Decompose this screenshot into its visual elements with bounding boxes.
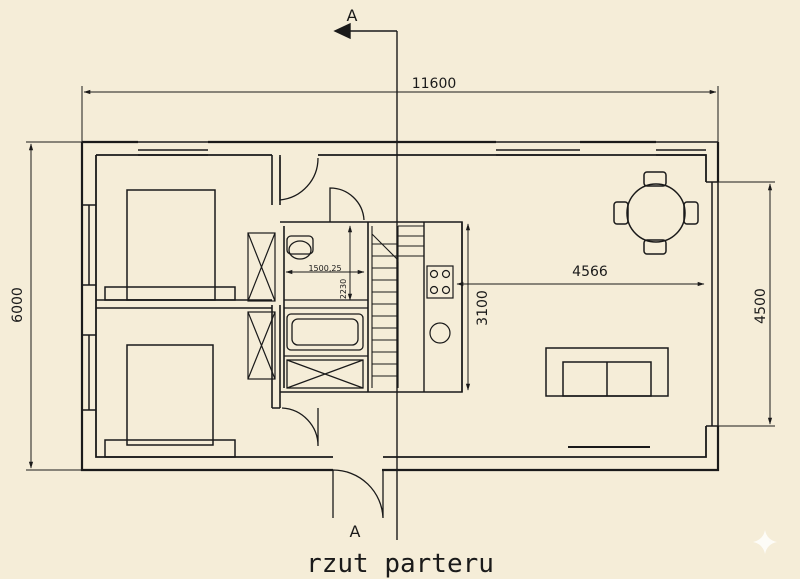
doors: [279, 157, 384, 519]
sofa: [545, 347, 669, 397]
dimension-lines: [26, 86, 775, 471]
label-living-width: 4566: [572, 264, 608, 280]
section-mark-bottom: A: [350, 522, 361, 541]
shower-tray: [286, 359, 364, 389]
section-arrow: [333, 22, 351, 40]
label-kitchen-depth: 3100: [475, 290, 491, 326]
bathtub-inner: [291, 318, 359, 346]
bedroom-partition: [96, 299, 272, 309]
label-overall-width: 11600: [412, 76, 457, 92]
entrance-door: [332, 469, 384, 519]
door-bedroom-upper: [279, 157, 319, 201]
beds: [104, 189, 236, 458]
label-bath-depth: 2230: [339, 279, 348, 299]
right-window: [706, 181, 719, 427]
door-bedroom-lower: [281, 407, 319, 447]
section-mark-top: A: [347, 6, 358, 25]
dining-table: [626, 183, 686, 243]
sink: [429, 322, 451, 344]
bed-upper: [104, 189, 236, 301]
stair-kitchen-line: [368, 221, 463, 393]
bathroom-walls: [280, 221, 369, 393]
label-overall-depth: 6000: [10, 287, 26, 323]
kitchen-counter: [423, 222, 463, 392]
toilet-bowl: [288, 240, 312, 260]
plan-title: rzut parteru: [306, 549, 494, 579]
walls: [80, 140, 720, 472]
wardrobes: [247, 232, 276, 380]
label-bath-width: 1500,25: [308, 264, 341, 273]
partition-bed-bath: [271, 155, 281, 409]
door-bath: [329, 187, 365, 222]
cooktop: [426, 265, 454, 299]
inner-wall: [95, 154, 707, 458]
top-wall-gap-right: [656, 141, 718, 156]
section-line: [333, 22, 398, 540]
bath-inner-line: [284, 299, 368, 357]
top-wall-gap-left: [138, 141, 208, 156]
sparkle-icon: [753, 530, 777, 554]
kitchen: [426, 265, 454, 344]
bathtub: [286, 313, 364, 351]
left-window-upper: [82, 204, 96, 286]
bathroom-fixtures: [286, 235, 364, 389]
outer-wall: [80, 140, 720, 472]
stairs: [371, 225, 424, 388]
left-window-lower: [82, 334, 96, 411]
bed-lower: [104, 344, 236, 458]
top-wall-gap-mid: [496, 141, 580, 156]
toilet-tank: [286, 235, 314, 255]
label-right-depth: 4500: [753, 288, 769, 324]
dining-set: [613, 171, 699, 255]
